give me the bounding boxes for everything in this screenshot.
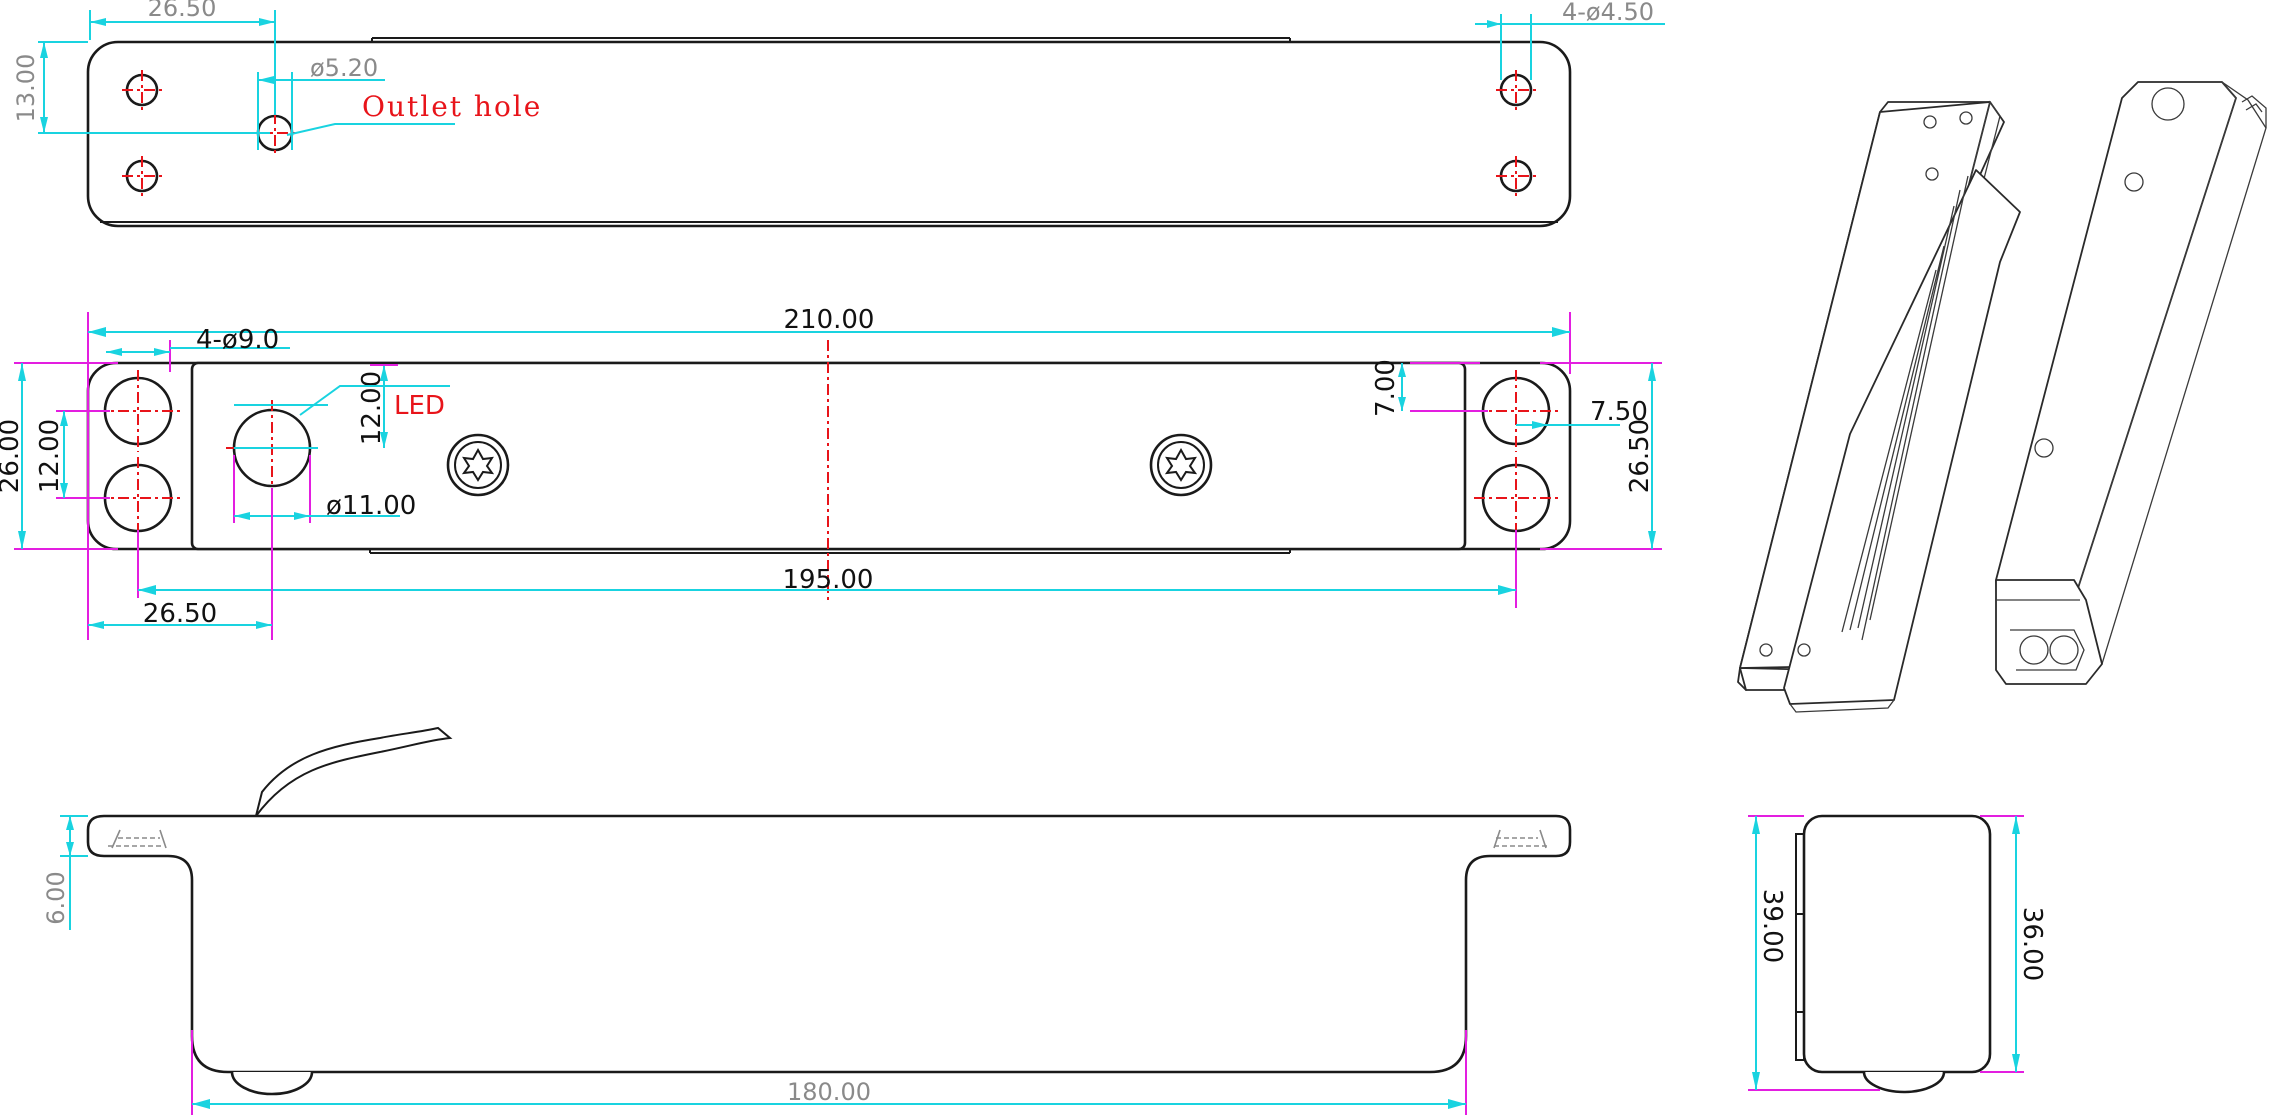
end-view-dimensions: 39.00 36.00	[1748, 815, 2047, 1091]
cable	[255, 726, 453, 817]
dim-right-edge: 7.50	[1590, 397, 1648, 427]
dim-body-length: 180.00	[787, 1078, 871, 1106]
dim-led-offset: 12.00	[357, 371, 387, 445]
dim-flange: 6.00	[42, 871, 70, 924]
end-view: 39.00 36.00	[1748, 814, 2047, 1094]
outlet-leader	[286, 123, 455, 136]
end-port	[2049, 635, 2079, 665]
outlet-hole-label: Outlet hole	[362, 90, 542, 123]
dim-front-height-right: 26.50	[1625, 419, 1655, 493]
armature-hole	[1923, 115, 1937, 129]
top-view-mount-holes	[122, 70, 1536, 196]
led-label: LED	[394, 391, 445, 421]
end-view-led-dome	[1862, 1071, 1946, 1094]
side-view-body	[86, 814, 1572, 1074]
torx-screw	[1149, 433, 1213, 497]
top-view-dimensions: 26.50 13.00 ø5.20 Outlet hole 4-ø4.50	[12, 0, 1665, 150]
armature-hole	[1759, 643, 1773, 657]
screw-head	[2124, 172, 2144, 192]
torx-screw	[446, 433, 510, 497]
isometric-armature-plate	[1737, 100, 2021, 713]
screw-head	[2034, 438, 2054, 458]
dim-front-holes: 4-ø9.0	[196, 325, 279, 355]
dim-outlet-diameter: ø5.20	[310, 54, 378, 82]
dim-top-offset: 26.50	[148, 0, 217, 22]
end-view-body	[1802, 814, 1992, 1074]
dim-front-height-left: 26.00	[0, 419, 25, 493]
dim-top-holes: 4-ø4.50	[1562, 0, 1654, 26]
side-view-led-dome	[230, 1071, 314, 1096]
led-window	[2151, 87, 2185, 121]
dim-left-offset: 26.50	[143, 599, 217, 629]
dim-led-diameter: ø11.00	[326, 491, 416, 521]
side-view: 6.00 180.00	[42, 726, 1572, 1115]
dim-front-hole-spacing: 12.00	[35, 419, 65, 493]
isometric-magnet-body	[1995, 81, 2267, 685]
front-view-dimensions: 210.00 4-ø9.0 26.00 12.00	[0, 305, 1662, 640]
dim-end-height-right: 36.00	[2017, 907, 2047, 981]
dim-right-offset: 7.00	[1371, 359, 1401, 417]
dim-top-height: 13.00	[12, 54, 40, 123]
top-view: 26.50 13.00 ø5.20 Outlet hole 4-ø4.50	[12, 0, 1665, 228]
dim-overall-length: 210.00	[784, 305, 875, 335]
armature-hole	[1925, 167, 1939, 181]
led-leader	[299, 385, 450, 416]
front-view: 210.00 4-ø9.0 26.00 12.00	[0, 305, 1662, 640]
side-view-dimensions: 6.00 180.00	[42, 815, 1467, 1115]
armature-hole	[1797, 643, 1811, 657]
end-port	[2019, 635, 2049, 665]
dim-hole-pitch: 195.00	[783, 565, 874, 595]
armature-hole	[1959, 111, 1973, 125]
dim-end-height-left: 39.00	[1757, 889, 1787, 963]
